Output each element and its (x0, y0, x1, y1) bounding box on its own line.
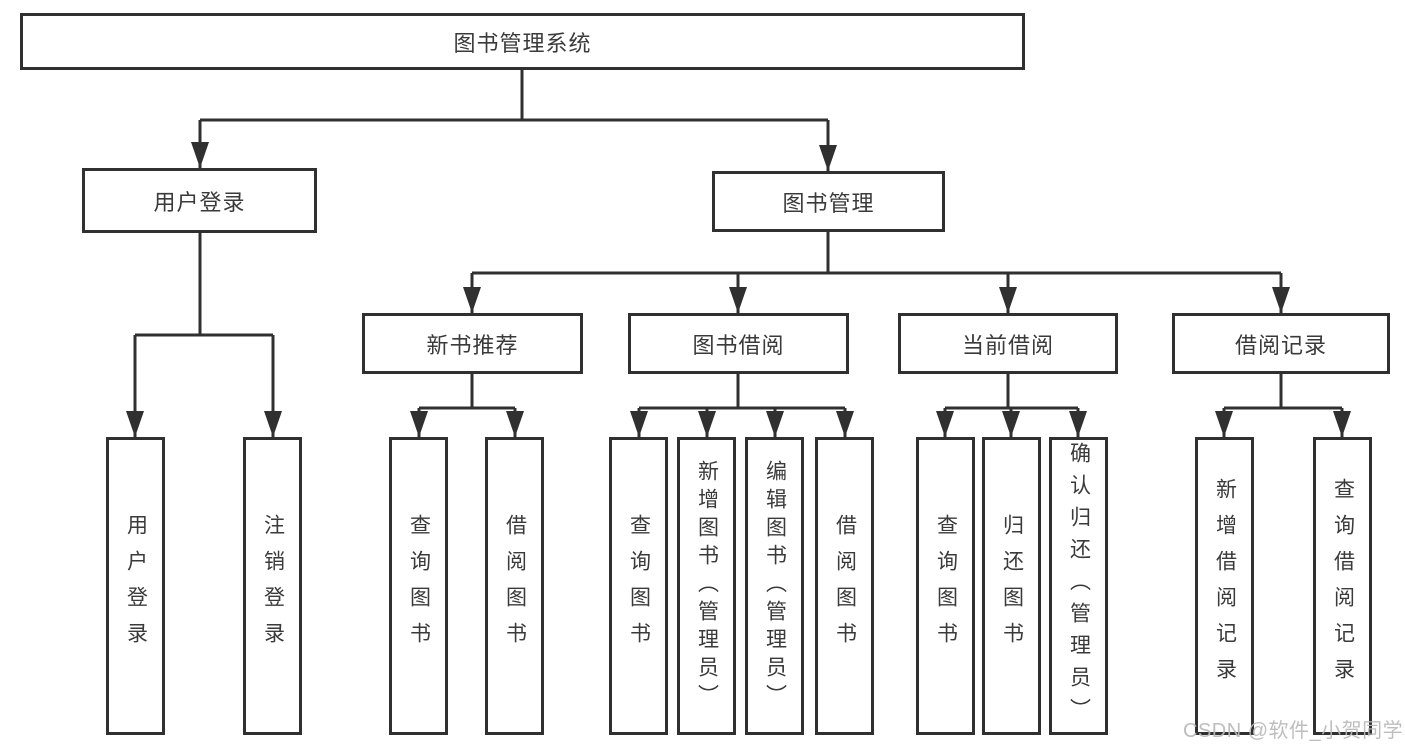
node-label: 当前借阅 (961, 332, 1054, 358)
node-label: 图书管理系统 (453, 30, 592, 56)
node-label: 查询图书 (627, 514, 651, 658)
node-current-borrow: 当前借阅 (898, 313, 1118, 374)
node-leaf-edit-books-admin: 编辑图书（管理员） (745, 437, 804, 735)
node-book-borrow: 图书借阅 (628, 313, 849, 374)
node-label: 注销登录 (261, 514, 285, 658)
node-label: 归还图书 (1000, 514, 1024, 658)
node-leaf-query-books-current: 查询图书 (916, 437, 975, 735)
node-label: 新书推荐 (426, 332, 519, 358)
node-label: 查询图书 (934, 514, 958, 658)
node-leaf-query-books-recommend: 查询图书 (389, 437, 448, 735)
node-leaf-add-borrow-record: 新增借阅记录 (1195, 437, 1254, 735)
node-label: 查询图书 (407, 514, 431, 658)
node-label: 借阅记录 (1234, 332, 1327, 358)
node-leaf-logout: 注销登录 (243, 437, 302, 735)
node-label: 编辑图书（管理员） (763, 460, 787, 712)
node-leaf-add-books-admin: 新增图书（管理员） (677, 437, 736, 735)
node-label: 图书借阅 (692, 332, 785, 358)
node-leaf-borrow-books: 借阅图书 (815, 437, 874, 735)
node-label: 图书管理 (782, 190, 875, 216)
arrowhead-icons (126, 142, 1351, 437)
node-user-login: 用户登录 (82, 168, 317, 233)
node-label: 确认归还（管理员） (1067, 442, 1091, 730)
node-root-library-system: 图书管理系统 (20, 13, 1025, 70)
node-label: 查询借阅记录 (1331, 478, 1355, 694)
node-label: 借阅图书 (503, 514, 527, 658)
node-leaf-return-books: 归还图书 (982, 437, 1041, 735)
node-book-management: 图书管理 (712, 171, 945, 232)
node-leaf-query-borrow-record: 查询借阅记录 (1313, 437, 1372, 735)
node-new-book-recommend: 新书推荐 (362, 313, 583, 374)
node-label: 借阅图书 (833, 514, 857, 658)
node-label: 新增借阅记录 (1213, 478, 1237, 694)
node-leaf-query-books-borrow: 查询图书 (609, 437, 668, 735)
node-label: 新增图书（管理员） (695, 460, 719, 712)
node-leaf-borrow-books-recommend: 借阅图书 (485, 437, 544, 735)
node-label: 用户登录 (153, 189, 246, 215)
node-borrow-records: 借阅记录 (1172, 313, 1390, 374)
node-leaf-user-login: 用户登录 (106, 437, 165, 735)
node-leaf-confirm-return-admin: 确认归还（管理员） (1049, 437, 1108, 735)
node-label: 用户登录 (124, 514, 148, 658)
csdn-watermark: CSDN @软件_小贺同学 (1183, 720, 1404, 742)
